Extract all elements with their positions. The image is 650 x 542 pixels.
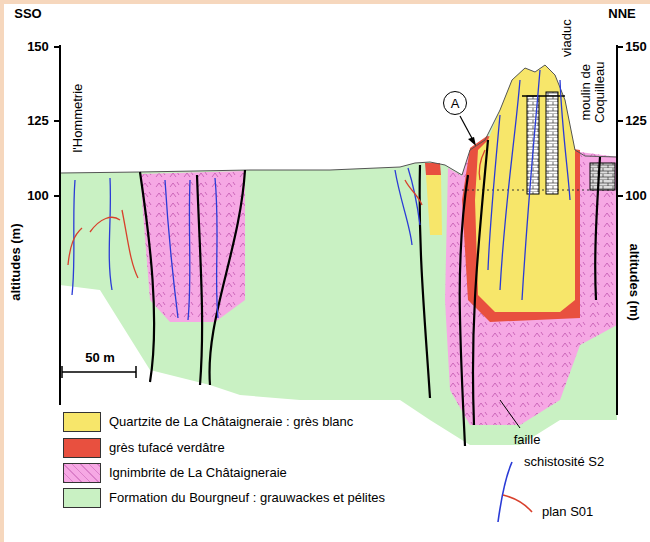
- place-name: viaduc: [560, 19, 574, 57]
- legend-swatch: [63, 488, 101, 508]
- legend-text: Quartzite de La Châtaigneraie : grès bla…: [109, 415, 353, 429]
- axis-title: altitudes (m): [9, 223, 23, 300]
- legend-text: Ignimbrite de La Châtaigneraie: [109, 466, 287, 480]
- legend-text: plan S01: [540, 505, 595, 519]
- legend-swatch: [63, 438, 101, 458]
- place-name: moulin de Coquilleau: [579, 54, 608, 130]
- legend-swatch: [63, 412, 101, 432]
- axis-tick: 150: [625, 40, 647, 54]
- place-name: l'Hommetrie: [71, 84, 85, 153]
- fault-label: faille: [514, 433, 541, 447]
- legend-text: Formation du Bourgneuf : grauwackes et p…: [109, 491, 385, 505]
- legend-text: schistosité S2: [522, 455, 606, 469]
- legend-text: grès tufacé verdâtre: [109, 441, 225, 455]
- axis-tick: 150: [27, 40, 49, 54]
- axis-tick: 125: [625, 114, 647, 128]
- direction-label: SSO: [14, 7, 41, 21]
- axis-tick: 125: [27, 114, 49, 128]
- scale-label: 50 m: [85, 351, 115, 365]
- axis-tick: 100: [27, 189, 49, 203]
- legend-swatch: [63, 463, 101, 483]
- axis-tick: 100: [625, 189, 647, 203]
- direction-label: NNE: [608, 7, 635, 21]
- callout-letter: A: [451, 96, 460, 111]
- axis-title: altitudes (m): [627, 243, 641, 320]
- callout-circle: A: [443, 91, 467, 115]
